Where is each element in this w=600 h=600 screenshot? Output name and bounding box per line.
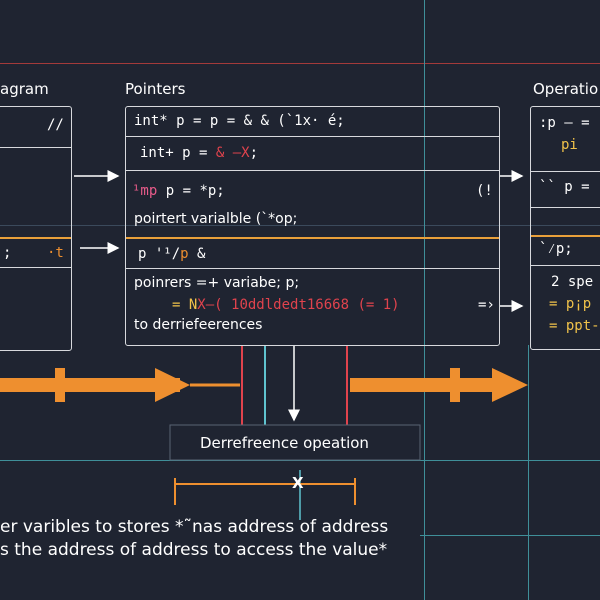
pointers-line-7: = NX–( 10ddldedt16668 (= 1) — [172, 297, 400, 313]
operation-title: Operatio — [533, 80, 599, 98]
left-box-row-divider — [0, 267, 71, 268]
operation-line-3: `⁄p; — [539, 241, 573, 257]
left-box-line: ; — [3, 245, 12, 261]
left-box-line: // — [47, 117, 64, 133]
orange-arrow-right-head — [492, 368, 528, 402]
pointers-line-6: poinrers =+ variabe; p; — [134, 275, 300, 291]
left-diagram-title: agram — [0, 80, 49, 98]
orange-arrow-right-band — [450, 368, 460, 402]
pointers-line-1: int* p = p = & & (`1x· é; — [134, 113, 345, 129]
left-box-line: ·t — [47, 245, 64, 261]
top-red-rule — [0, 63, 600, 64]
pointers-box-row-divider — [126, 268, 499, 269]
pointers-line-5: p '¹/p & — [138, 246, 206, 262]
orange-arrow-left-band — [55, 368, 65, 402]
deref-box-outline — [169, 424, 421, 461]
grid-line-upper — [0, 225, 600, 226]
cross-marker: X — [292, 474, 304, 492]
grid-line-vertical-main — [424, 0, 425, 600]
pointers-line-7-tail: =› — [478, 297, 495, 313]
orange-arrow-left-head — [155, 368, 190, 402]
pointers-line-3: ¹mp p = *p; — [132, 183, 225, 199]
operation-line-2: `` p = — [539, 179, 590, 195]
left-box-row-divider — [0, 237, 71, 239]
pointers-box-row-divider — [126, 237, 499, 239]
pointers-box-row-divider — [126, 170, 499, 171]
operation-box-row-divider — [531, 235, 600, 237]
operation-box-row-divider — [531, 207, 600, 208]
orange-arrow-right-shaft — [350, 378, 500, 392]
pointers-code-box: int* p = p = & & (`1x· é; int+ p = & –X;… — [125, 106, 500, 346]
pointers-line-8: to derriefeerences — [134, 317, 263, 333]
pointers-line-2: int+ p = & –X; — [140, 145, 259, 161]
operation-line-1: :p – = — [539, 115, 590, 131]
pointers-title: Pointers — [125, 80, 186, 98]
operation-box-row-divider — [531, 265, 600, 266]
caption-line-2: s the address of address to access the v… — [0, 540, 388, 560]
left-code-box: // ; ·t — [0, 106, 72, 351]
pointers-line-4: poirtert varialble (`*op; — [134, 211, 298, 227]
operation-box-row-divider — [531, 171, 600, 172]
operation-line-6: = ppt- — [549, 318, 600, 334]
grid-line-vertical-right — [528, 345, 529, 600]
pointers-line-3-tail: (! — [476, 183, 493, 199]
operation-code-box: :p – = pi `` p = `⁄p; 2 spe = p¡p = ppt- — [530, 106, 600, 350]
operation-line-1b: pi — [561, 137, 578, 153]
operation-line-5: = p¡p — [549, 296, 592, 312]
orange-arrow-left-shaft — [0, 378, 180, 392]
grid-line-bottom — [420, 535, 600, 536]
left-box-row-divider — [0, 147, 71, 148]
pointers-box-row-divider — [126, 136, 499, 137]
operation-line-4: 2 spe — [551, 274, 594, 290]
caption-line-1: er varibles to stores *˜nas address of a… — [0, 517, 389, 537]
deref-operation-label: Derrefreence opeation — [200, 434, 369, 452]
